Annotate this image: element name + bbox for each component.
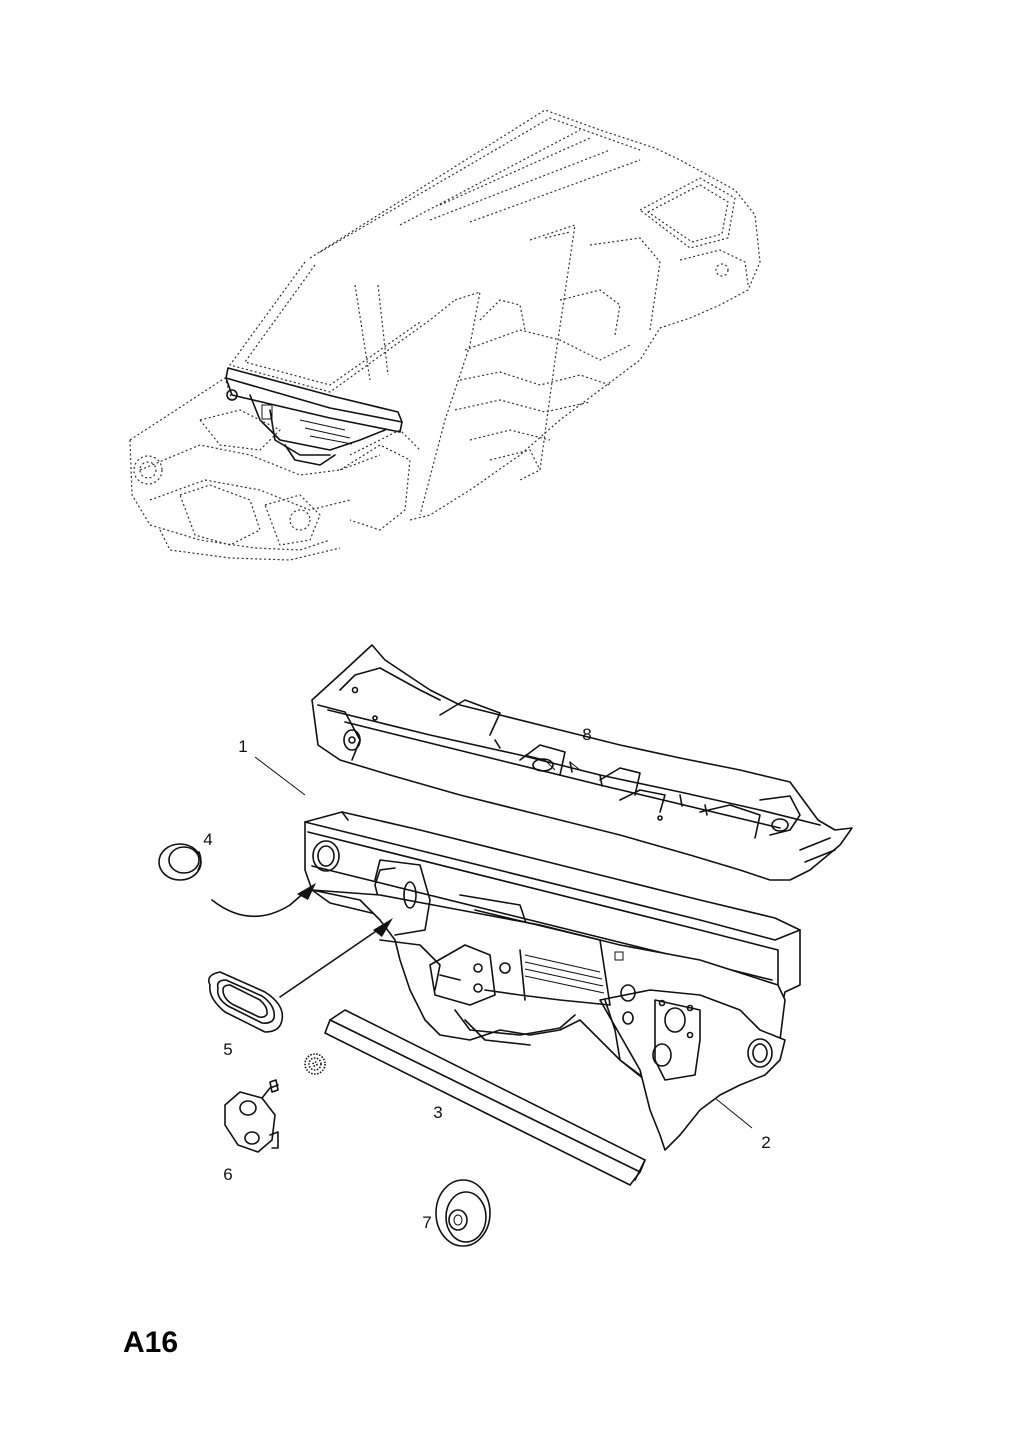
arrow-head-icon: [373, 918, 393, 937]
callout-3: 3: [433, 1103, 442, 1122]
assembly-arrows: [211, 883, 393, 998]
part-5-grommet: [207, 971, 284, 1033]
callout-8: 8: [582, 725, 591, 744]
callout-labels: 1 2 3 4 5 6 7 8: [203, 725, 770, 1232]
callout-1: 1: [238, 737, 247, 756]
callout-2: 2: [761, 1133, 770, 1152]
part-2-dash-panel: [311, 840, 786, 1151]
arrow-head-icon: [297, 883, 316, 900]
page-code: A16: [123, 1326, 178, 1359]
part-6-cover-plate: [224, 1079, 279, 1153]
part-7-round-seal: [435, 1179, 491, 1247]
part-3-sealing-strip: [324, 1009, 646, 1186]
part-8-cowl-upper-panel: [311, 644, 853, 881]
foam-pad: [304, 1053, 326, 1075]
callout-7: 7: [422, 1213, 431, 1232]
callout-4: 4: [203, 830, 212, 849]
callout-6: 6: [223, 1165, 232, 1184]
leader-lines: [254, 756, 753, 1129]
callout-5: 5: [223, 1040, 232, 1059]
part-4-plug: [158, 843, 202, 881]
vehicle-body-overview: [129, 109, 761, 561]
